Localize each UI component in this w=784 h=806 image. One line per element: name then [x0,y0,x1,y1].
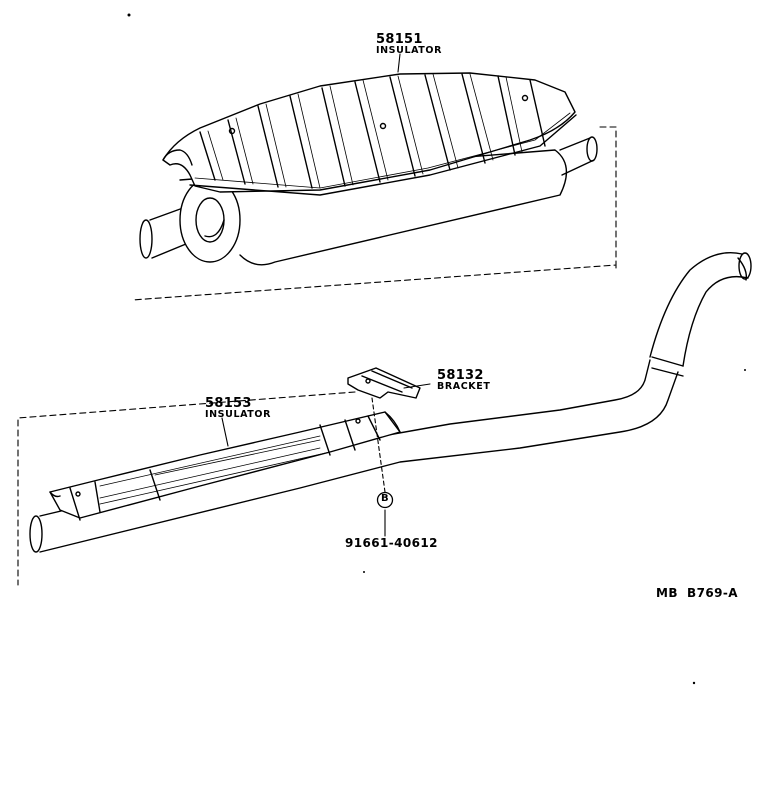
leader-lines [221,53,431,537]
bolt-symbol-icon [376,491,394,509]
part-number: 58153 [205,396,252,411]
heat-insulator-58153 [49,411,401,521]
muffler [139,136,598,266]
part-58132-label: 58132 BRACKET [437,368,490,392]
part-number: 58151 [376,32,423,47]
part-58151-label: 58151 INSULATOR [376,32,442,56]
part-number: 58132 [437,368,484,383]
bolt-symbol-letter: B [381,493,389,504]
bracket-58132 [347,367,421,399]
exhaust-pipe [29,252,752,553]
heat-insulator-58151 [162,72,577,196]
part-name: BRACKET [437,381,491,392]
assembly-dashed-outline-lower [17,264,617,586]
part-name: INSULATOR [376,45,442,56]
part-name: INSULATOR [205,409,271,420]
diagram-code: MB B769-A [656,586,738,600]
bolt-leader [371,397,386,493]
assembly-dashed-outline-upper [131,126,617,301]
part-58153-label: 58153 INSULATOR [205,396,271,420]
bolt-part-number: 91661-40612 [345,536,438,550]
scan-specks [127,13,746,685]
